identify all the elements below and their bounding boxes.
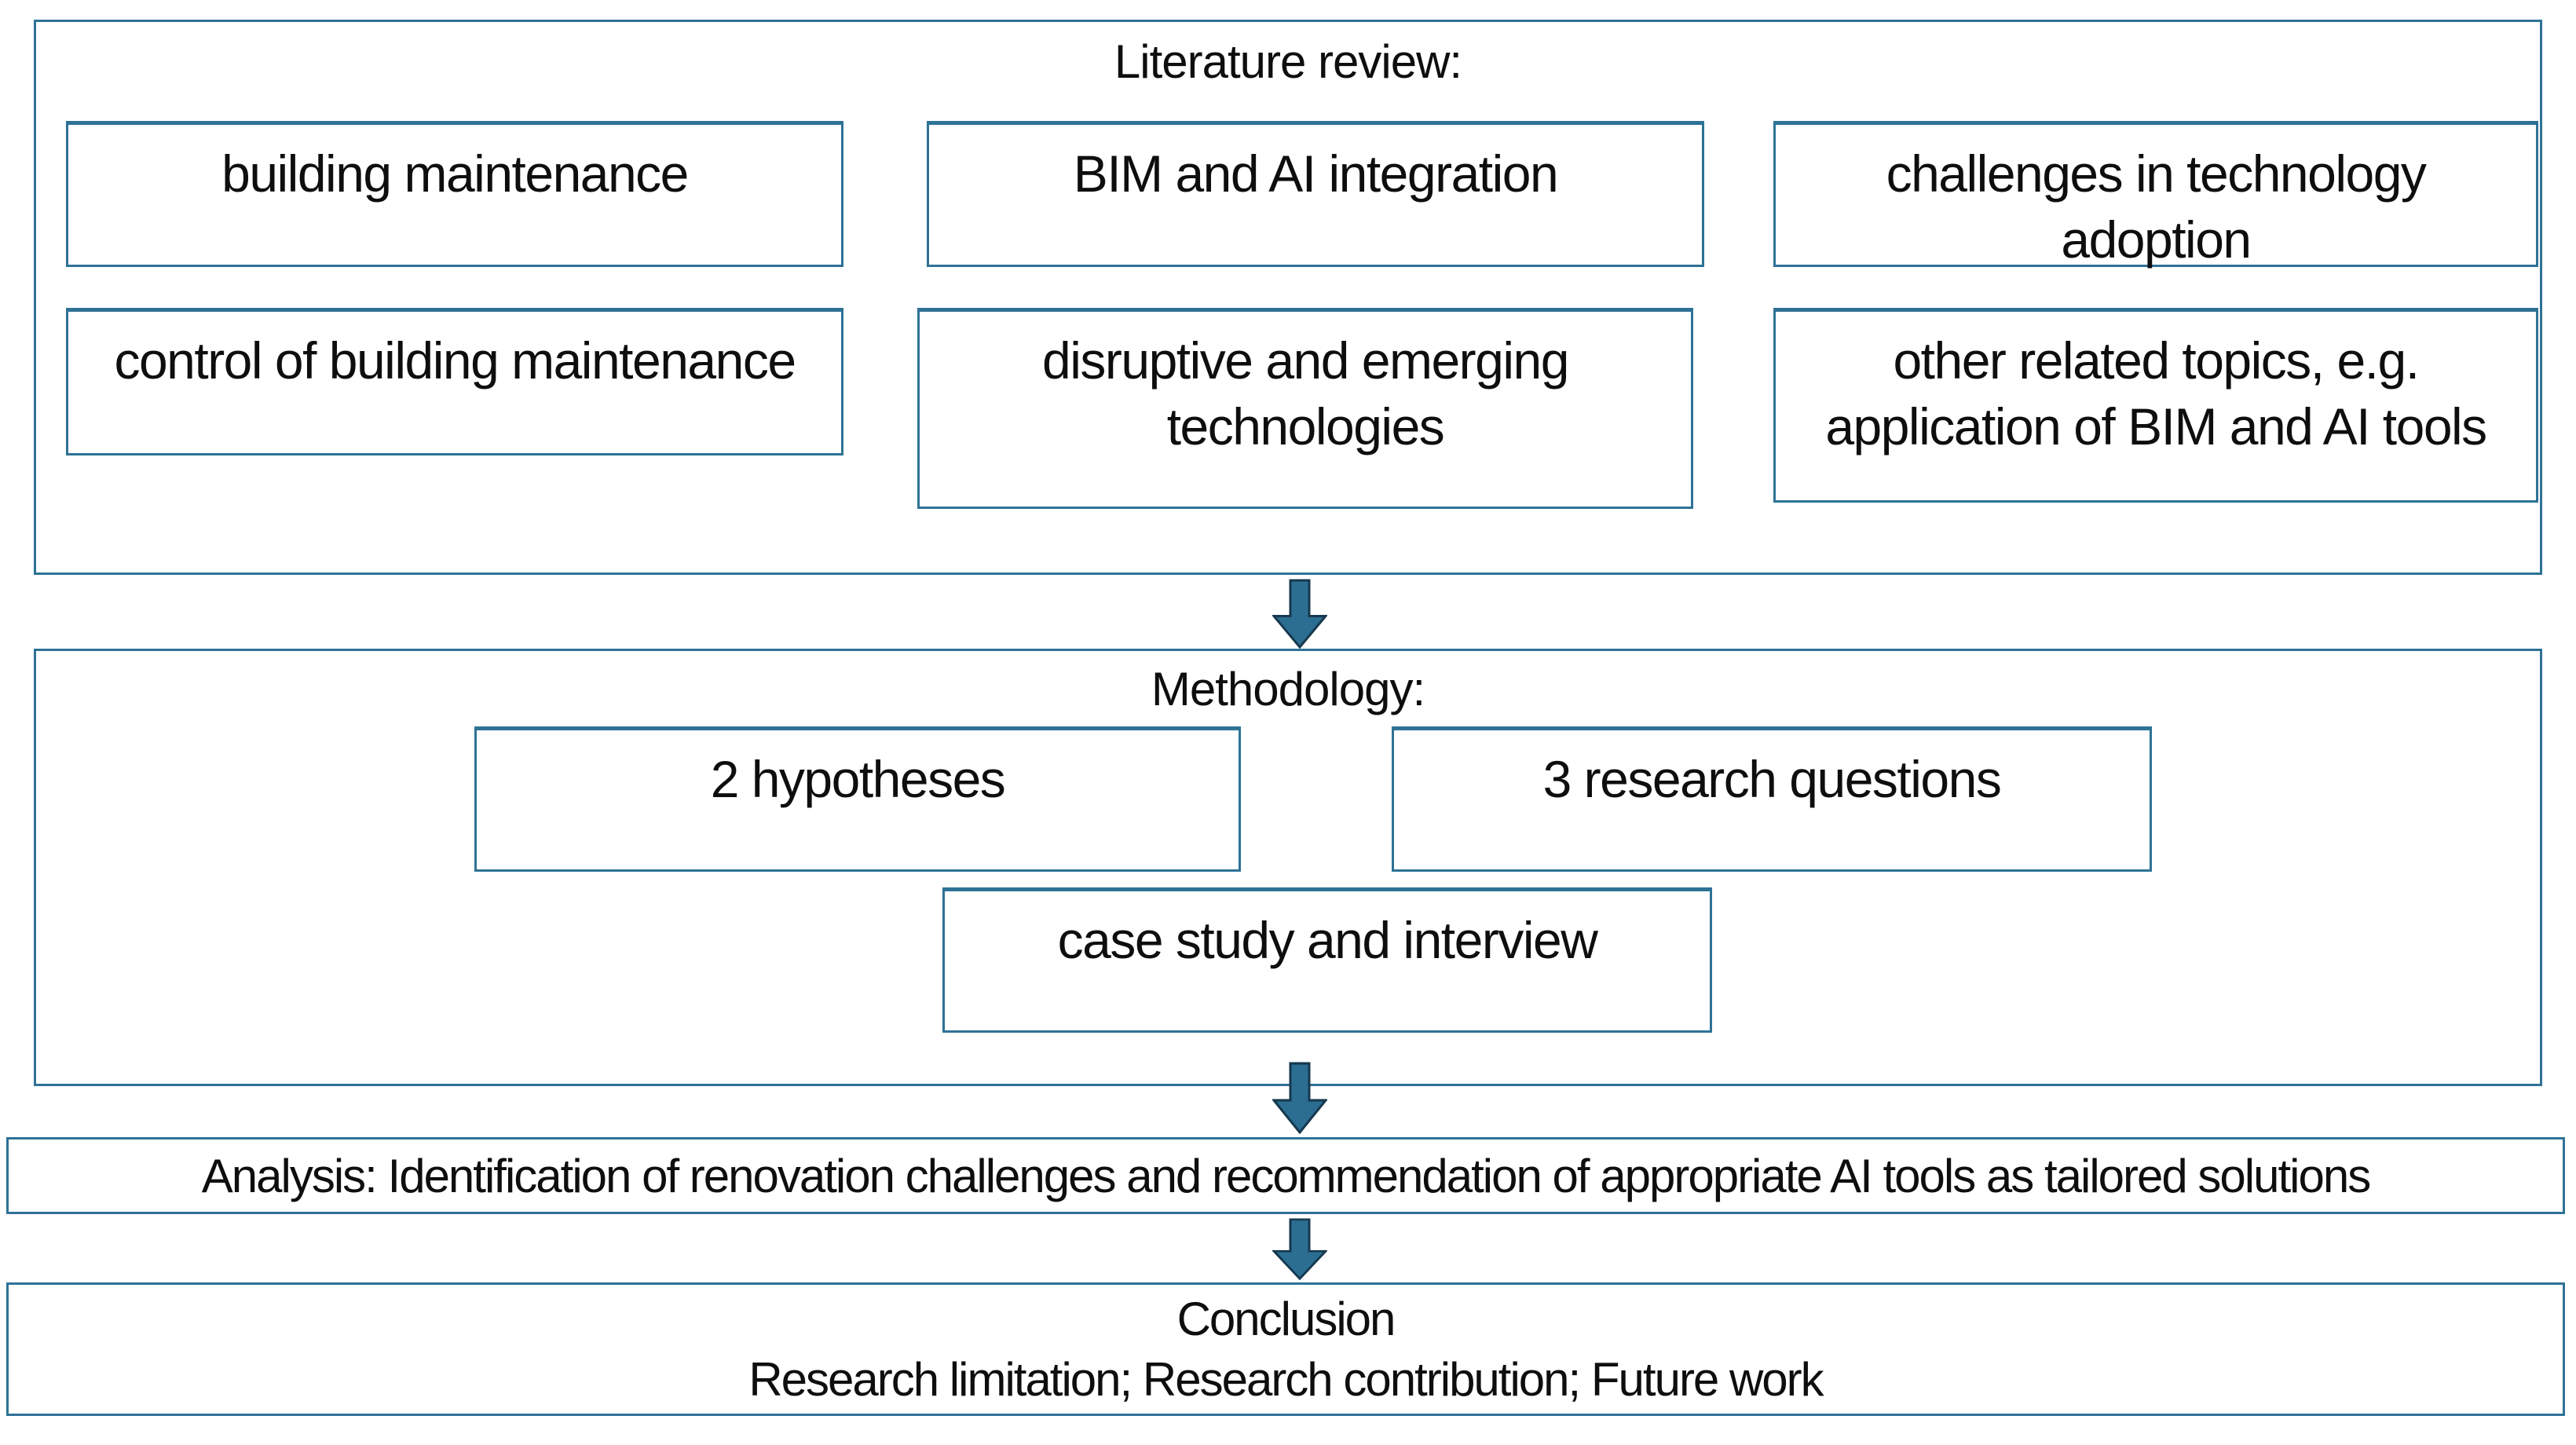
analysis-box: Analysis: Identification of renovation c…	[6, 1137, 2565, 1214]
method-line: case study and interview	[1057, 911, 1598, 969]
methodology-section: Methodology: 2 hypotheses 3 research que…	[34, 649, 2542, 1086]
topic-box-building-maintenance: building maintenance	[66, 121, 843, 267]
topic-line: building maintenance	[221, 144, 689, 203]
methodology-title: Methodology:	[1151, 663, 1425, 715]
conclusion-box: Conclusion Research limitation; Research…	[6, 1282, 2565, 1416]
topic-line: other related topics, e.g.	[1893, 331, 2420, 390]
method-box-case-study-interview: case study and interview	[942, 887, 1712, 1033]
down-arrow-icon	[1272, 1062, 1327, 1134]
topic-box-disruptive-emerging-tech: disruptive and emerging technologies	[917, 308, 1693, 509]
topic-line: disruptive and emerging	[1042, 331, 1569, 390]
topic-box-challenges-adoption: challenges in technology adoption	[1773, 121, 2538, 269]
literature-review-section: Literature review: building maintenance …	[34, 20, 2542, 575]
conclusion-title: Conclusion	[1176, 1293, 1396, 1345]
down-arrow-icon	[1272, 1218, 1327, 1280]
topic-box-bim-ai-integration: BIM and AI integration	[927, 121, 1704, 267]
down-arrow-icon	[1272, 579, 1327, 649]
topic-line: adoption	[2061, 210, 2252, 269]
conclusion-details: Research limitation; Research contributi…	[748, 1353, 1824, 1406]
topic-box-control-building-maintenance: control of building maintenance	[66, 308, 843, 455]
method-line: 2 hypotheses	[710, 750, 1006, 808]
topic-line: application of BIM and AI tools	[1825, 397, 2487, 455]
analysis-text: Analysis: Identification of renovation c…	[201, 1149, 2371, 1202]
method-box-research-questions: 3 research questions	[1392, 726, 2152, 872]
method-line: 3 research questions	[1542, 750, 2002, 808]
topic-box-other-related-topics: other related topics, e.g. application o…	[1773, 308, 2538, 503]
topic-line: BIM and AI integration	[1073, 144, 1559, 203]
topic-line: technologies	[1166, 397, 1445, 455]
topic-line: control of building maintenance	[114, 331, 796, 390]
literature-review-title: Literature review:	[1114, 35, 1462, 88]
topic-line: challenges in technology	[1886, 144, 2427, 203]
method-box-hypotheses: 2 hypotheses	[474, 726, 1241, 872]
